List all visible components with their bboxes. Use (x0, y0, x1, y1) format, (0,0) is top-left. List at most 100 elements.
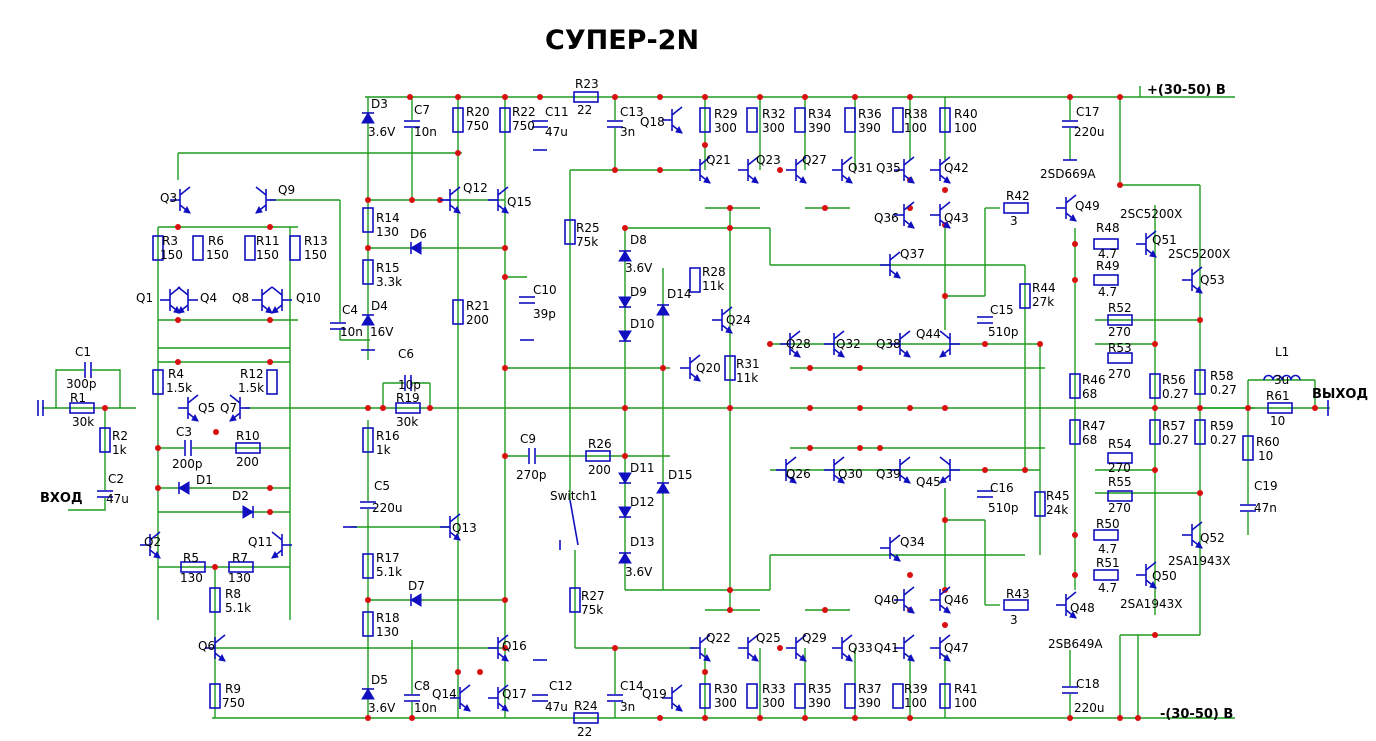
transistor-q18-symbol (662, 106, 683, 134)
resistor-r61-ref: R61 (1266, 389, 1290, 403)
diode-d15-symbol (656, 482, 670, 494)
q50-label: Q50 (1152, 569, 1177, 583)
resistor-r36-symbol (844, 107, 856, 133)
q42-label: Q42 (944, 161, 969, 175)
resistor-r46-symbol (1069, 373, 1081, 399)
diode-d10-symbol (618, 330, 632, 342)
transistor-q12-symbol (440, 186, 461, 214)
transistor-q44-symbol (939, 330, 960, 358)
resistor-r16-value: 1k (376, 443, 391, 457)
resistor-r31-value: 11k (736, 371, 758, 385)
resistor-r15-ref: R15 (376, 261, 400, 275)
diode-d5-value: 3.6V (368, 701, 396, 715)
resistor-r32-value: 300 (762, 121, 785, 135)
resistor-r26-value: 200 (588, 463, 611, 477)
transistor-q5-symbol (178, 394, 199, 422)
capacitor-c5-ref: C5 (374, 479, 390, 493)
capacitor-c10-symbol (519, 296, 535, 304)
capacitor-c1-symbol (84, 362, 92, 378)
capacitor-c19-ref: C19 (1254, 479, 1278, 493)
resistor-r16-ref: R16 (376, 429, 400, 443)
transistor-q14-symbol (450, 684, 471, 712)
resistor-r46-ref: R46 (1082, 373, 1106, 387)
transistor-q42-symbol (930, 156, 951, 184)
q38-label: Q38 (876, 337, 901, 351)
resistor-r58-symbol (1194, 369, 1206, 395)
capacitor-c9-symbol (528, 448, 536, 464)
transistor-q38-symbol (890, 330, 911, 358)
resistor-r22-value: 750 (512, 119, 535, 133)
q25-label: Q25 (756, 631, 781, 645)
resistor-r26-symbol (585, 450, 611, 462)
resistor-r54-ref: R54 (1108, 437, 1132, 451)
resistor-r14-symbol (362, 207, 374, 233)
capacitor-c15-value: 510p (988, 325, 1019, 339)
resistor-r43-ref: R43 (1006, 587, 1030, 601)
resistor-r26-ref: R26 (588, 437, 612, 451)
resistor-r1-symbol (69, 402, 95, 414)
resistor-r8-value: 5.1k (225, 601, 251, 615)
transistor-q15-symbol (488, 186, 509, 214)
transistor-q37-symbol (880, 251, 901, 279)
resistor-r60-symbol (1242, 435, 1254, 461)
resistor-r52-symbol (1107, 314, 1133, 326)
resistor-r57-value: 0.27 (1162, 433, 1189, 447)
resistor-r14-value: 130 (376, 225, 399, 239)
transistor-q48-symbol (1056, 591, 1077, 619)
resistor-r15-value: 3.3k (376, 275, 402, 289)
resistor-r41-value: 100 (954, 696, 977, 710)
resistor-r28-ref: R28 (702, 265, 726, 279)
resistor-r20-ref: R20 (466, 105, 490, 119)
resistor-r55-value: 270 (1108, 501, 1131, 515)
transistor-q7-symbol (229, 394, 250, 422)
capacitor-c6-value: 10p (398, 378, 421, 392)
transistor-q13-symbol (440, 513, 461, 541)
resistor-r4-ref: R4 (168, 367, 184, 381)
capacitor-c12-symbol (532, 694, 548, 702)
resistor-r27-symbol (569, 587, 581, 613)
resistor-r58-ref: R58 (1210, 369, 1234, 383)
resistor-r39-ref: R39 (904, 682, 928, 696)
resistor-r30-value: 300 (714, 696, 737, 710)
capacitor-c7-ref: C7 (414, 103, 430, 117)
diode-d4-ref: D4 (371, 299, 388, 313)
resistor-r11-symbol (244, 235, 256, 261)
transistor-q1-symbol (160, 286, 181, 314)
diode-d12-symbol (618, 506, 632, 518)
resistor-r45-symbol (1034, 491, 1046, 517)
q14-label: Q14 (432, 687, 457, 701)
diode-d6-symbol (410, 241, 422, 255)
capacitor-c15-symbol (977, 316, 993, 324)
resistor-r49-value: 4.7 (1098, 285, 1117, 299)
capacitor-c18-value: 220u (1074, 701, 1105, 715)
resistor-r6-symbol (192, 235, 204, 261)
resistor-r34-symbol (794, 107, 806, 133)
diode-d13-value: 3.6V (625, 565, 653, 579)
q19-label: Q19 (642, 687, 667, 701)
resistor-r56-symbol (1149, 373, 1161, 399)
q37-label: Q37 (900, 247, 925, 261)
resistor-r48-value: 4.7 (1098, 247, 1117, 261)
resistor-r52-value: 270 (1108, 325, 1131, 339)
resistor-r14-ref: R14 (376, 211, 400, 225)
resistor-r61-symbol (1267, 402, 1293, 414)
capacitor-c14-symbol (607, 694, 623, 702)
transistor-q26-symbol (776, 456, 797, 484)
transistor-q8-symbol (252, 286, 273, 314)
capacitor-c14-ref: C14 (620, 679, 644, 693)
input-terminal-symbol (37, 400, 44, 416)
resistor-r47-ref: R47 (1082, 419, 1106, 433)
resistor-r50-symbol (1093, 529, 1119, 541)
resistor-r55-ref: R55 (1108, 475, 1132, 489)
diode-d13-symbol (618, 552, 632, 564)
part-number-q48: 2SB649A (1048, 637, 1103, 651)
q12-label: Q12 (463, 181, 488, 195)
resistor-r18-ref: R18 (376, 611, 400, 625)
resistor-r11-ref: R11 (256, 234, 280, 248)
q33-label: Q33 (848, 641, 873, 655)
diode-d14-symbol (656, 304, 670, 316)
q23-label: Q23 (756, 153, 781, 167)
resistor-r31-symbol (724, 355, 736, 381)
transistor-q47-symbol (930, 634, 951, 662)
resistor-r28-symbol (689, 267, 701, 293)
